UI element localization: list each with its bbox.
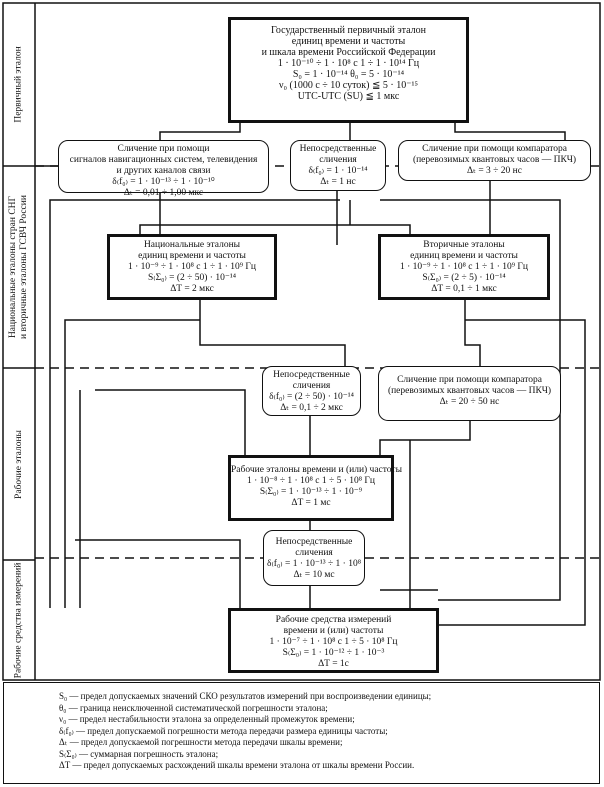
- box-text-line: Непосредственные: [299, 144, 377, 154]
- legend-item: S₀ — предел допускаемых значений СКО рез…: [59, 691, 432, 701]
- section-label-text: Первичный эталон: [13, 46, 24, 123]
- box-text-line: Рабочие средства измерений: [275, 615, 392, 625]
- box-text-line: δ₍f₀₎ = 1 · 10⁻¹³ ÷ 1 · 10⁸: [266, 559, 362, 569]
- legend-item: ΔT — предел допускаемых расхождений шкал…: [59, 760, 415, 770]
- legend-item: Δₜ — предел допускаемой погрешности мето…: [59, 737, 343, 747]
- comparator-box-1: Сличение при помощи компаратора(перевози…: [398, 140, 591, 181]
- box-text-line: UTC-UTC (SU) ≦ 1 мкс: [297, 91, 400, 102]
- box-text-line: Δₜ = 1 нс: [320, 177, 356, 187]
- section-label-working: Рабочие эталоны: [3, 368, 35, 560]
- box-text-line: S₍Σ₀₎ = 1 · 10⁻¹³ ÷ 1 · 10⁻⁹: [259, 487, 363, 497]
- box-text-line: единиц времени и частоты: [410, 251, 518, 261]
- box-text-line: S₍Σ₀₎ = 1 · 10⁻¹² ÷ 1 · 10⁻³: [282, 648, 385, 658]
- section-label-primary: Первичный эталон: [3, 3, 35, 166]
- box-text-line: δ₍f₀₎ = 1 · 10⁻¹⁴: [308, 166, 368, 176]
- box-text-line: Непосредственные: [275, 537, 353, 547]
- legend: S₀ — предел допускаемых значений СКО рез…: [3, 682, 600, 784]
- box-text-line: ΔT = 2 мкс: [170, 284, 214, 294]
- section-label-instruments: Рабочие средства измерений: [3, 560, 35, 680]
- box-text-line: ΔT = 1 мс: [291, 498, 331, 508]
- box-text-line: времени и (или) частоты: [283, 626, 384, 636]
- legend-item: S₍Σ₀₎ — суммарная погрешность эталона;: [59, 748, 219, 759]
- box-text-line: δ₍f₀₎ = (2 ÷ 50) · 10⁻¹⁴: [269, 392, 354, 402]
- box-text-line: и других каналов связи: [116, 166, 211, 176]
- box-text-line: Непосредственные: [273, 370, 350, 380]
- section-label-text: Рабочие средства измерений: [13, 562, 24, 678]
- box-text-line: сличения: [292, 381, 331, 391]
- box-text-line: Сличение при помощи: [117, 144, 210, 154]
- box-text-line: и шкала времени Российской Федерации: [261, 47, 436, 58]
- box-text-line: Вторичные эталоны: [423, 240, 505, 250]
- box-text-line: Государственный первичный эталон: [270, 25, 426, 36]
- box-text-line: 1 · 10⁻⁹ ÷ 1 · 10⁸ с 1 ÷ 1 · 10⁹ Гц: [127, 262, 257, 272]
- box-text-line: единиц времени и частоты: [138, 251, 246, 261]
- box-text-line: 1 · 10⁻⁷ ÷ 1 · 10⁸ с 1 ÷ 5 · 10⁸ Гц: [269, 637, 398, 647]
- box-text-line: Δₜ = 0,1 ÷ 2 мкс: [280, 403, 343, 413]
- box-text-line: ΔT = 0,1 ÷ 1 мкс: [431, 284, 497, 294]
- legend-item: θ₀ — граница неисключенной систематическ…: [59, 702, 328, 713]
- legend-item: ν₀ — предел нестабильности эталона за оп…: [59, 714, 355, 724]
- box-text-line: единиц времени и частоты: [291, 36, 406, 47]
- box-text-line: Δₜ = 3 ÷ 20 нс: [467, 166, 522, 176]
- box-text-line: S₍Σ₀₎ = (2 ÷ 50) · 10⁻¹⁴: [147, 273, 237, 283]
- section-label-text: Рабочие эталоны: [13, 429, 24, 499]
- box-text-line: 1 · 10⁻¹⁰ ÷ 1 · 10⁸ с 1 ÷ 1 · 10¹⁴ Гц: [277, 58, 420, 69]
- box-text-line: 1 · 10⁻⁸ ÷ 1 · 10⁸ с 1 ÷ 5 · 10⁸ Гц: [246, 476, 376, 486]
- box-text-line: Δₜ = 20 ÷ 50 нс: [439, 397, 500, 407]
- box-text-line: Сличение при помощи компаратора: [397, 375, 542, 385]
- legend-item: δ₍f₀₎ — предел допускаемой погрешности м…: [59, 725, 388, 736]
- box-text-line: Δₜ = 0,01 ÷ 1,00 мкс: [123, 188, 204, 198]
- box-text-line: S₀ = 1 · 10⁻¹⁴ θ₀ = 5 · 10⁻¹⁴: [292, 69, 405, 80]
- box-text-line: Национальные эталоны: [143, 240, 241, 250]
- box-text-line: ΔT = 1с: [318, 659, 349, 669]
- box-text-line: S₍Σ₀₎ = (2 ÷ 5) · 10⁻¹⁴: [422, 273, 506, 283]
- box-text-line: сигналов навигационных систем, телевиден…: [69, 155, 258, 165]
- box-text-line: (перевозимых квантовых часов — ПКЧ): [412, 155, 577, 165]
- box-text-line: 1 · 10⁻⁹ ÷ 1 · 10⁸ с 1 ÷ 1 · 10⁹ Гц: [399, 262, 529, 272]
- box-text-line: Рабочие эталоны времени и (или) частоты: [231, 465, 402, 475]
- box-text-line: (перевозимых квантовых часов — ПКЧ): [387, 386, 552, 396]
- comparator-box-2: Сличение при помощи компаратора(перевози…: [378, 366, 561, 421]
- box-text-line: сличения: [319, 155, 357, 165]
- box-text-line: Δₜ = 10 мс: [293, 570, 335, 580]
- box-text-line: ν₀ (1000 с ÷ 10 суток) ≦ 5 · 10⁻¹⁵: [279, 80, 418, 91]
- box-text-line: сличения: [295, 548, 333, 558]
- box-text-line: Сличение при помощи компаратора: [422, 144, 567, 154]
- box-text-line: δ₍f₀₎ = 1 · 10⁻¹³ ÷ 1 · 10⁻¹⁰: [112, 177, 215, 187]
